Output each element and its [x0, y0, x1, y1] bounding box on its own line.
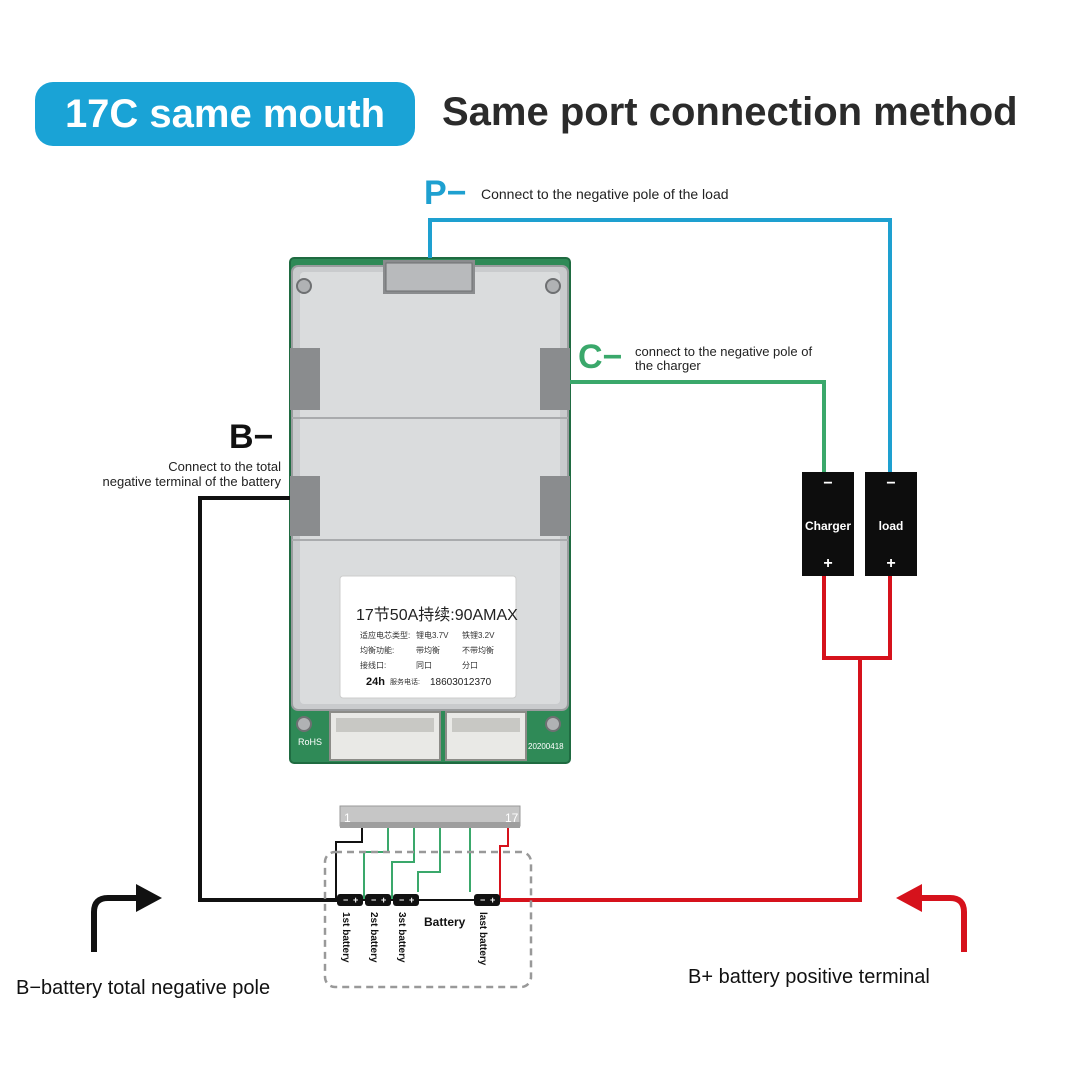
- sticker-text: 服务电话:: [390, 677, 420, 686]
- sticker-spec: 17节50A持续:90AMAX: [356, 606, 518, 624]
- sticker-text: 锂电3.7V: [416, 630, 449, 640]
- cell-label-3: 3st battery: [396, 912, 407, 963]
- charger-positive-wire: [822, 576, 860, 660]
- b-plus-caption: B+ battery positive terminal: [688, 966, 930, 988]
- sticker-text: 24h: [366, 676, 385, 688]
- svg-text:+: +: [353, 895, 358, 905]
- p-description: Connect to the negative pole of the load: [481, 186, 729, 202]
- cell-label-1: 1st battery: [340, 912, 351, 963]
- load-positive-wire: [860, 576, 892, 660]
- svg-text:+: +: [381, 895, 386, 905]
- balance-lead: [363, 828, 389, 900]
- battery-cell-1: −+: [337, 894, 363, 906]
- c-description-line1: connect to the negative pole of: [635, 344, 813, 359]
- cell-label-2: 2st battery: [368, 912, 379, 963]
- sticker-text: 接线口:: [360, 660, 386, 670]
- balance-lead: [499, 828, 509, 900]
- c-description-line2: the charger: [635, 358, 701, 373]
- battery-pack-outline: [323, 850, 533, 989]
- load-plus: +: [886, 555, 895, 572]
- sticker-text: 均衡功能:: [360, 645, 394, 655]
- pin-last-label: 17: [505, 811, 519, 825]
- balance-connector: 1 17: [339, 805, 521, 828]
- battery-cell-3: −+: [393, 894, 419, 906]
- sticker-text: 适应电芯类型:: [360, 630, 410, 640]
- rohs-mark: RoHS: [298, 737, 322, 747]
- sticker-phone: 18603012370: [430, 677, 492, 688]
- sticker-text: 带均衡: [416, 645, 440, 655]
- sticker-text: 不带均衡: [462, 645, 494, 655]
- balance-lead: [335, 828, 363, 900]
- svg-text:−: −: [371, 895, 376, 905]
- c-symbol: C−: [578, 338, 623, 376]
- svg-text:−: −: [480, 895, 485, 905]
- load-label: load: [879, 519, 904, 533]
- arrow-left-icon: [91, 884, 162, 952]
- cell-label-last: last battery: [477, 912, 488, 966]
- b-minus-caption: B−battery total negative pole: [16, 977, 271, 999]
- sticker-text: 铁锂3.2V: [462, 630, 495, 640]
- c-wire: [570, 380, 826, 472]
- b-description-line1: Connect to the total: [168, 459, 281, 474]
- p-wire: [428, 218, 892, 472]
- svg-text:−: −: [343, 895, 348, 905]
- arrow-right-icon: [896, 884, 967, 952]
- p-symbol: P−: [424, 174, 467, 212]
- charger-minus: −: [823, 475, 832, 492]
- sticker-text: 同口: [416, 661, 432, 670]
- charger-plus: +: [823, 555, 832, 572]
- charger-label: Charger: [805, 519, 851, 533]
- pin-first-label: 1: [344, 811, 351, 825]
- b-symbol: B−: [229, 418, 274, 456]
- battery-cell-2: −+: [365, 894, 391, 906]
- page-title: Same port connection method: [442, 90, 1018, 134]
- load-minus: −: [886, 475, 895, 492]
- board-date: 20200418: [528, 742, 564, 751]
- svg-text:−: −: [399, 895, 404, 905]
- board-sticker: 17节50A持续:90AMAX 适应电芯类型: 锂电3.7V 铁锂3.2V 均衡…: [339, 575, 518, 699]
- battery-cell-last: −+: [474, 894, 500, 906]
- load-terminal: − load +: [865, 472, 917, 576]
- b-wire: [198, 496, 340, 902]
- b-plus-wire: [500, 658, 862, 902]
- b-description-line2: negative terminal of the battery: [102, 474, 282, 489]
- sticker-text: 分口: [462, 661, 478, 670]
- svg-text:+: +: [409, 895, 414, 905]
- header-badge: 17C same mouth: [35, 82, 415, 146]
- balance-lead: [417, 828, 441, 892]
- charger-terminal: − Charger +: [802, 472, 854, 576]
- balance-lead: [391, 828, 415, 900]
- battery-label: Battery: [424, 915, 466, 929]
- svg-text:+: +: [490, 895, 495, 905]
